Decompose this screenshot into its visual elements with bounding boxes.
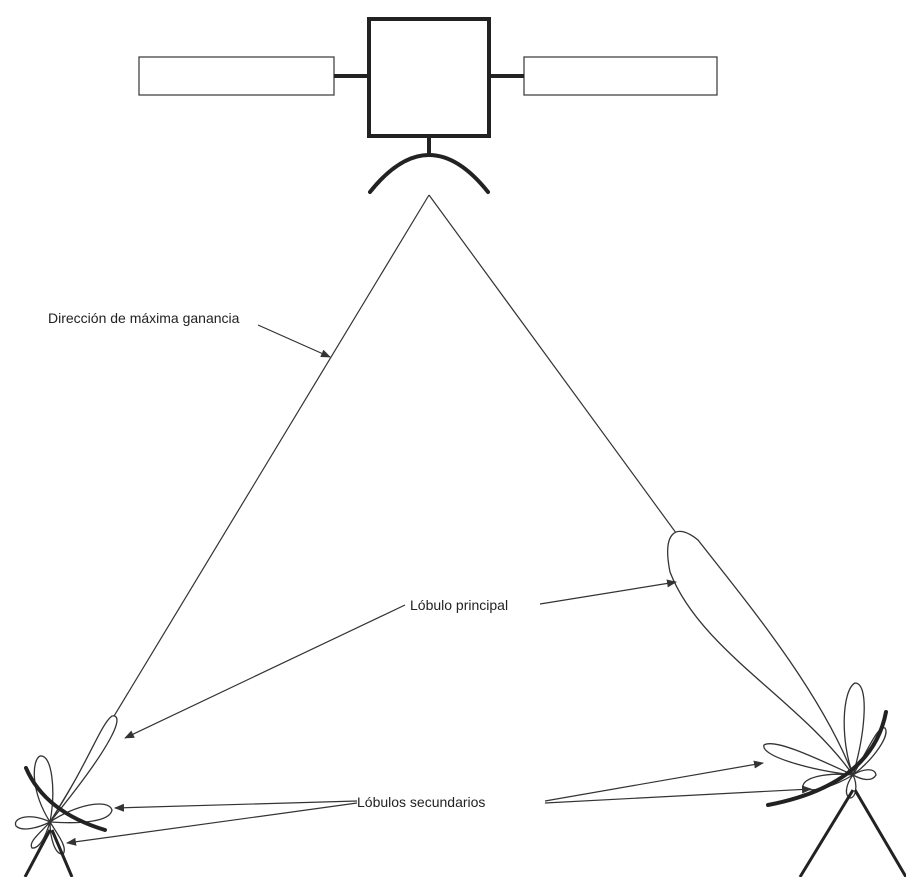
ground-antenna-right [667, 530, 906, 877]
side-lobe-right-3 [763, 743, 854, 776]
satellite-dish [368, 153, 490, 194]
side-lobe-right-1 [843, 682, 865, 778]
arrow-side-lobe-left-2 [66, 802, 358, 846]
side-lobe-right-5 [845, 773, 857, 799]
label-side-lobes: Lóbulos secundarios [357, 794, 485, 810]
solar-panel-left [138, 56, 335, 96]
main-lobe-right [667, 530, 854, 776]
side-lobe-left-4 [49, 819, 65, 855]
tripod-right-2 [853, 789, 906, 877]
arrow-main-lobe-left [124, 604, 406, 739]
tripod-left-1 [23, 829, 52, 877]
side-lobe-left-1 [33, 755, 54, 824]
arrow-side-lobe-right-1 [544, 760, 764, 802]
side-lobe-left-3 [14, 816, 52, 830]
label-max-gain: Dirección de máxima ganancia [48, 310, 240, 326]
label-main-lobe: Lóbulo principal [410, 597, 508, 613]
arrow-side-lobe-left-1 [114, 800, 358, 812]
tripod-right-1 [798, 789, 855, 877]
solar-panel-right [523, 56, 718, 96]
satellite-body [367, 17, 491, 138]
side-lobe-left-5 [30, 821, 51, 849]
ground-antenna-left [14, 715, 118, 877]
side-lobe-left-2 [48, 803, 113, 824]
arrow-side-lobe-right-2 [544, 785, 812, 804]
arrow-max-gain [257, 324, 331, 358]
tripod-left-2 [50, 829, 74, 877]
dish-right [766, 710, 888, 807]
arrow-main-lobe-right [539, 579, 677, 605]
main-lobe-left [49, 715, 118, 823]
dish-left [24, 766, 107, 832]
side-lobe-right-6 [851, 769, 877, 781]
satellite [138, 17, 718, 194]
